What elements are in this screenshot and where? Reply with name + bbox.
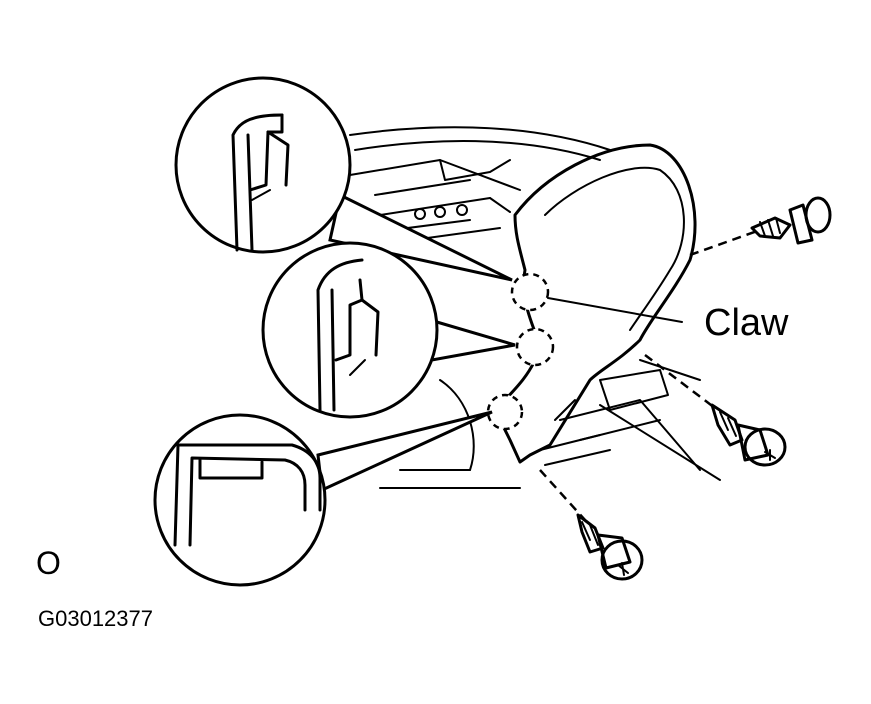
cover-panel: [493, 143, 697, 464]
claw-marker-top: [510, 272, 550, 312]
view-letter: O: [36, 545, 61, 581]
callout-top: [174, 76, 513, 282]
claw-label: Claw: [704, 302, 789, 344]
screw-right: [644, 354, 787, 467]
claw-markers: [486, 272, 555, 431]
claw-marker-bottom: [486, 393, 524, 431]
screw-bottom: [539, 469, 644, 581]
callout-bottom: [153, 410, 493, 587]
claw-leader-line: [547, 297, 683, 323]
claw-marker-middle: [515, 327, 555, 367]
screw-top: [689, 196, 832, 257]
callout-middle: [261, 241, 516, 419]
figure-id: G03012377: [38, 606, 153, 631]
